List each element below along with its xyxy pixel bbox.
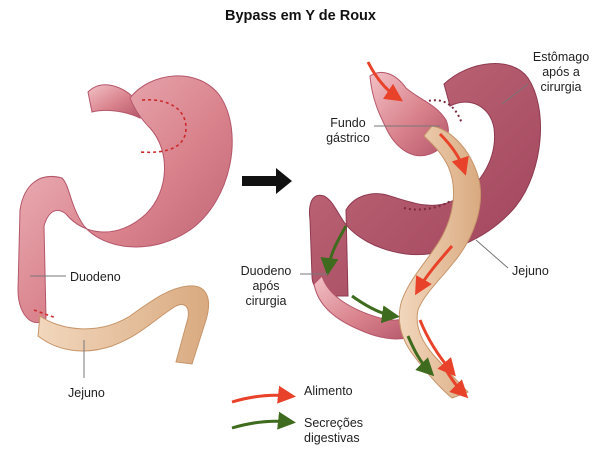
legend-secretion-line2: digestivas [304,431,363,446]
legend-secretion-arrow [232,421,290,428]
label-duodeno-right-line2: após [234,279,298,294]
legend-secretion-line1: Secreções [304,416,363,431]
label-jejuno-right: Jejuno [512,264,549,279]
label-estomago-line1: Estômago [526,50,596,65]
label-jejuno-left: Jejuno [68,386,105,401]
transition-arrow [242,168,292,194]
legend-secretion-label: Secreções digestivas [304,416,363,446]
label-duodeno-left: Duodeno [70,270,121,285]
label-duodeno-right-line3: cirurgia [234,294,298,309]
label-estomago-line2: após a [526,65,596,80]
diagram-title: Bypass em Y de Roux [0,8,601,24]
legend-food-label: Alimento [304,384,353,399]
left-anatomy [18,76,232,378]
label-fundo-line1: Fundo [320,116,376,131]
label-duodeno-right-line1: Duodeno [234,264,298,279]
legend-food-arrow [232,395,290,402]
label-estomago-line3: cirurgia [526,80,596,95]
leader-jejuno-right [476,240,508,268]
label-fundo-line2: gástrico [320,131,376,146]
label-estomago: Estômago após a cirurgia [526,50,596,95]
label-duodeno-right: Duodeno após cirurgia [234,264,298,309]
label-fundo: Fundo gástrico [320,116,376,146]
right-anatomy [300,62,541,398]
left-jejunum [38,286,209,364]
